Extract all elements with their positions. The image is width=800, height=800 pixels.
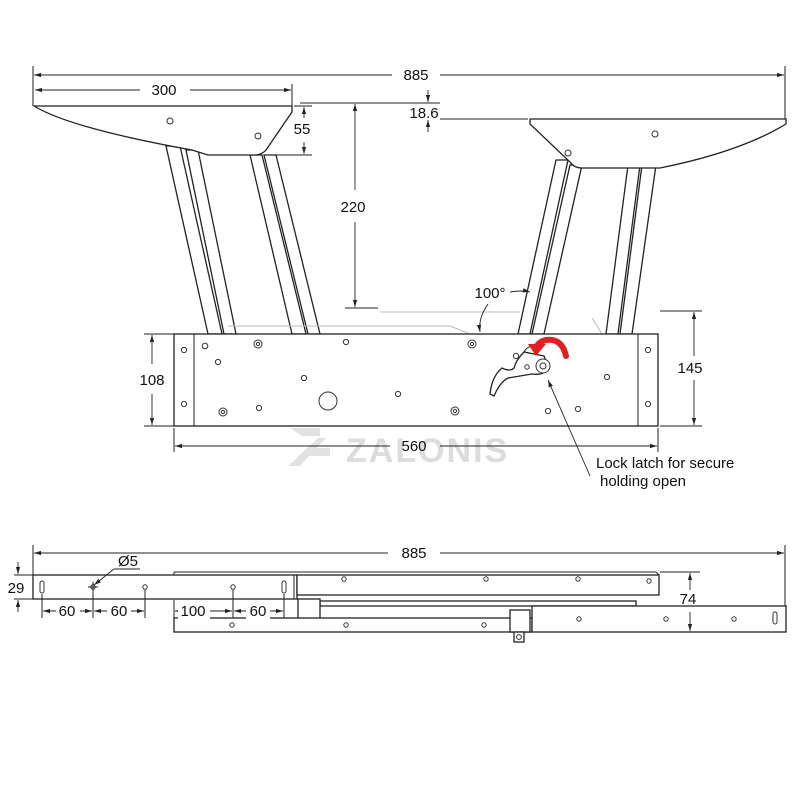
dim-label-100-degrees: 100°: [474, 285, 505, 302]
dim-plate-drop: 55: [264, 105, 312, 156]
lock-latch-callout: Lock latch for secure holding open: [547, 379, 734, 490]
dim-rail-height: 29: [8, 562, 33, 612]
watermark-text: ZALONIS: [346, 432, 509, 470]
top-plate-right: [529, 118, 787, 169]
lower-rail: [173, 609, 533, 643]
dim-closed-height: 74: [660, 571, 700, 633]
dim-label-diameter-5: Ø5: [118, 553, 138, 570]
rotation-arrow-icon: [528, 336, 569, 359]
dim-label-145: 145: [677, 360, 702, 377]
middle-slider: [297, 598, 637, 622]
dim-hole-diameter: Ø5: [88, 553, 140, 592]
base-plate: [173, 333, 659, 427]
dim-overall-width-top: 885: [32, 66, 786, 119]
watermark: ZALONIS: [288, 428, 509, 470]
dim-label-60-b: 60: [111, 603, 128, 620]
dim-label-55: 55: [294, 121, 311, 138]
lock-latch-note-line2: holding open: [600, 473, 686, 490]
dim-base-width: 560: [173, 428, 659, 455]
dim-label-60-a: 60: [59, 603, 76, 620]
dim-top-plate-width: 300: [35, 82, 293, 106]
dim-label-74: 74: [680, 591, 697, 608]
dim-opening-angle: 100°: [474, 285, 531, 333]
dim-label-885-side: 885: [401, 545, 426, 562]
dim-label-108: 108: [139, 372, 164, 389]
watermark-logo-icon: [288, 428, 330, 466]
lift-arms: [165, 145, 657, 335]
dim-label-885-top: 885: [403, 67, 428, 84]
dim-label-100: 100: [180, 603, 205, 620]
top-plate-left: [31, 105, 293, 156]
dim-label-29: 29: [8, 580, 25, 597]
dim-label-18-6: 18.6: [409, 105, 438, 122]
dim-lift-height: 220: [340, 104, 378, 309]
dim-plate-thickness: 18.6: [300, 90, 528, 132]
dim-hole-spacing-chain: 60 60 100 60: [41, 590, 285, 620]
dim-total-height: 145: [660, 310, 703, 427]
dim-label-560: 560: [401, 438, 426, 455]
lock-latch: [489, 346, 551, 397]
dim-label-60-c: 60: [250, 603, 267, 620]
lower-plate-extension: [531, 605, 787, 633]
dim-overall-width-side: 885: [32, 545, 786, 606]
upper-rail: [32, 571, 660, 600]
closed-position-outline: [228, 311, 603, 335]
dim-label-300: 300: [151, 82, 176, 99]
dim-label-220: 220: [340, 199, 365, 216]
dim-base-height: 108: [139, 333, 174, 427]
lock-latch-note-line1: Lock latch for secure: [596, 455, 734, 472]
